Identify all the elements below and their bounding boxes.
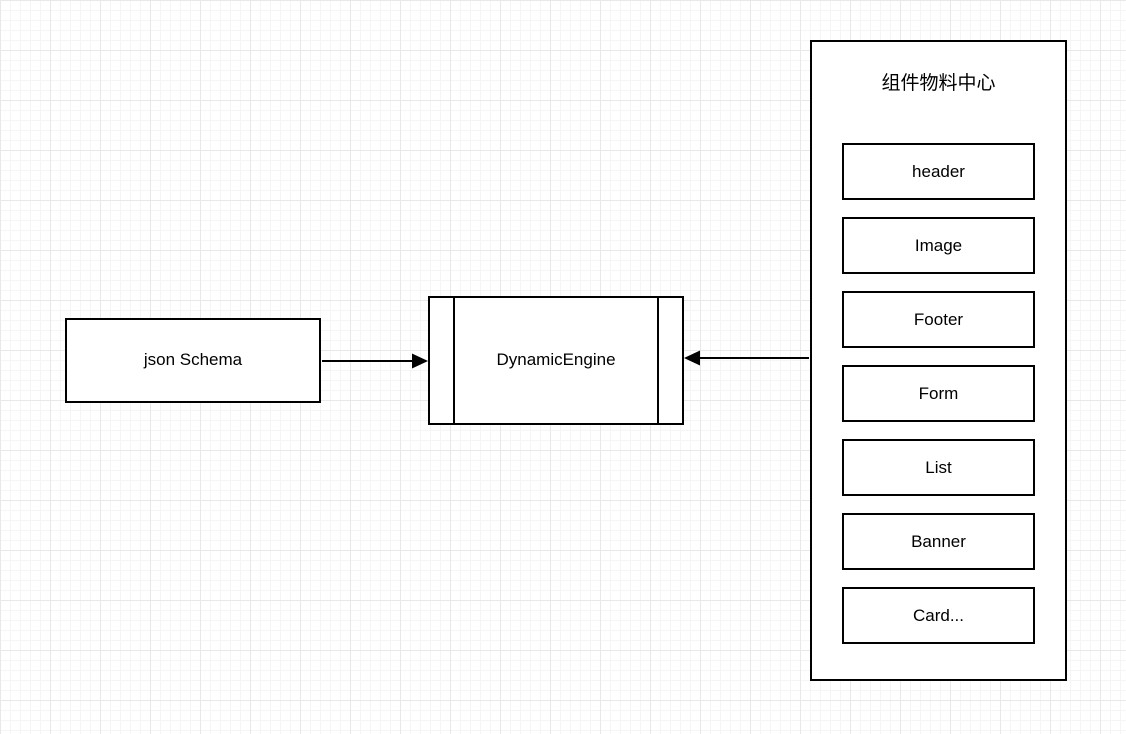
dynamic-engine-label: DynamicEngine [496, 350, 616, 370]
component-box-form: Form [842, 365, 1035, 422]
component-list: header Image Footer Form List Banner Car… [842, 143, 1035, 644]
node-material-center: 组件物料中心 header Image Footer Form List Ban… [810, 40, 1067, 681]
process-bar-right [657, 298, 659, 423]
component-box-banner: Banner [842, 513, 1035, 570]
node-json-schema: json Schema [65, 318, 321, 403]
arrowhead-right-icon [412, 353, 428, 369]
arrowhead-left-icon [684, 350, 700, 366]
component-box-footer: Footer [842, 291, 1035, 348]
json-schema-label: json Schema [143, 350, 243, 370]
material-center-title: 组件物料中心 [881, 73, 996, 94]
component-box-image: Image [842, 217, 1035, 274]
node-dynamic-engine: DynamicEngine [428, 296, 684, 425]
component-box-header: header [842, 143, 1035, 200]
component-box-card: Card... [842, 587, 1035, 644]
edge-jsonschema-to-dynamicengine [322, 353, 428, 369]
edge-materialcenter-to-dynamicengine [684, 350, 809, 366]
component-box-list: List [842, 439, 1035, 496]
process-bar-left [453, 298, 455, 423]
